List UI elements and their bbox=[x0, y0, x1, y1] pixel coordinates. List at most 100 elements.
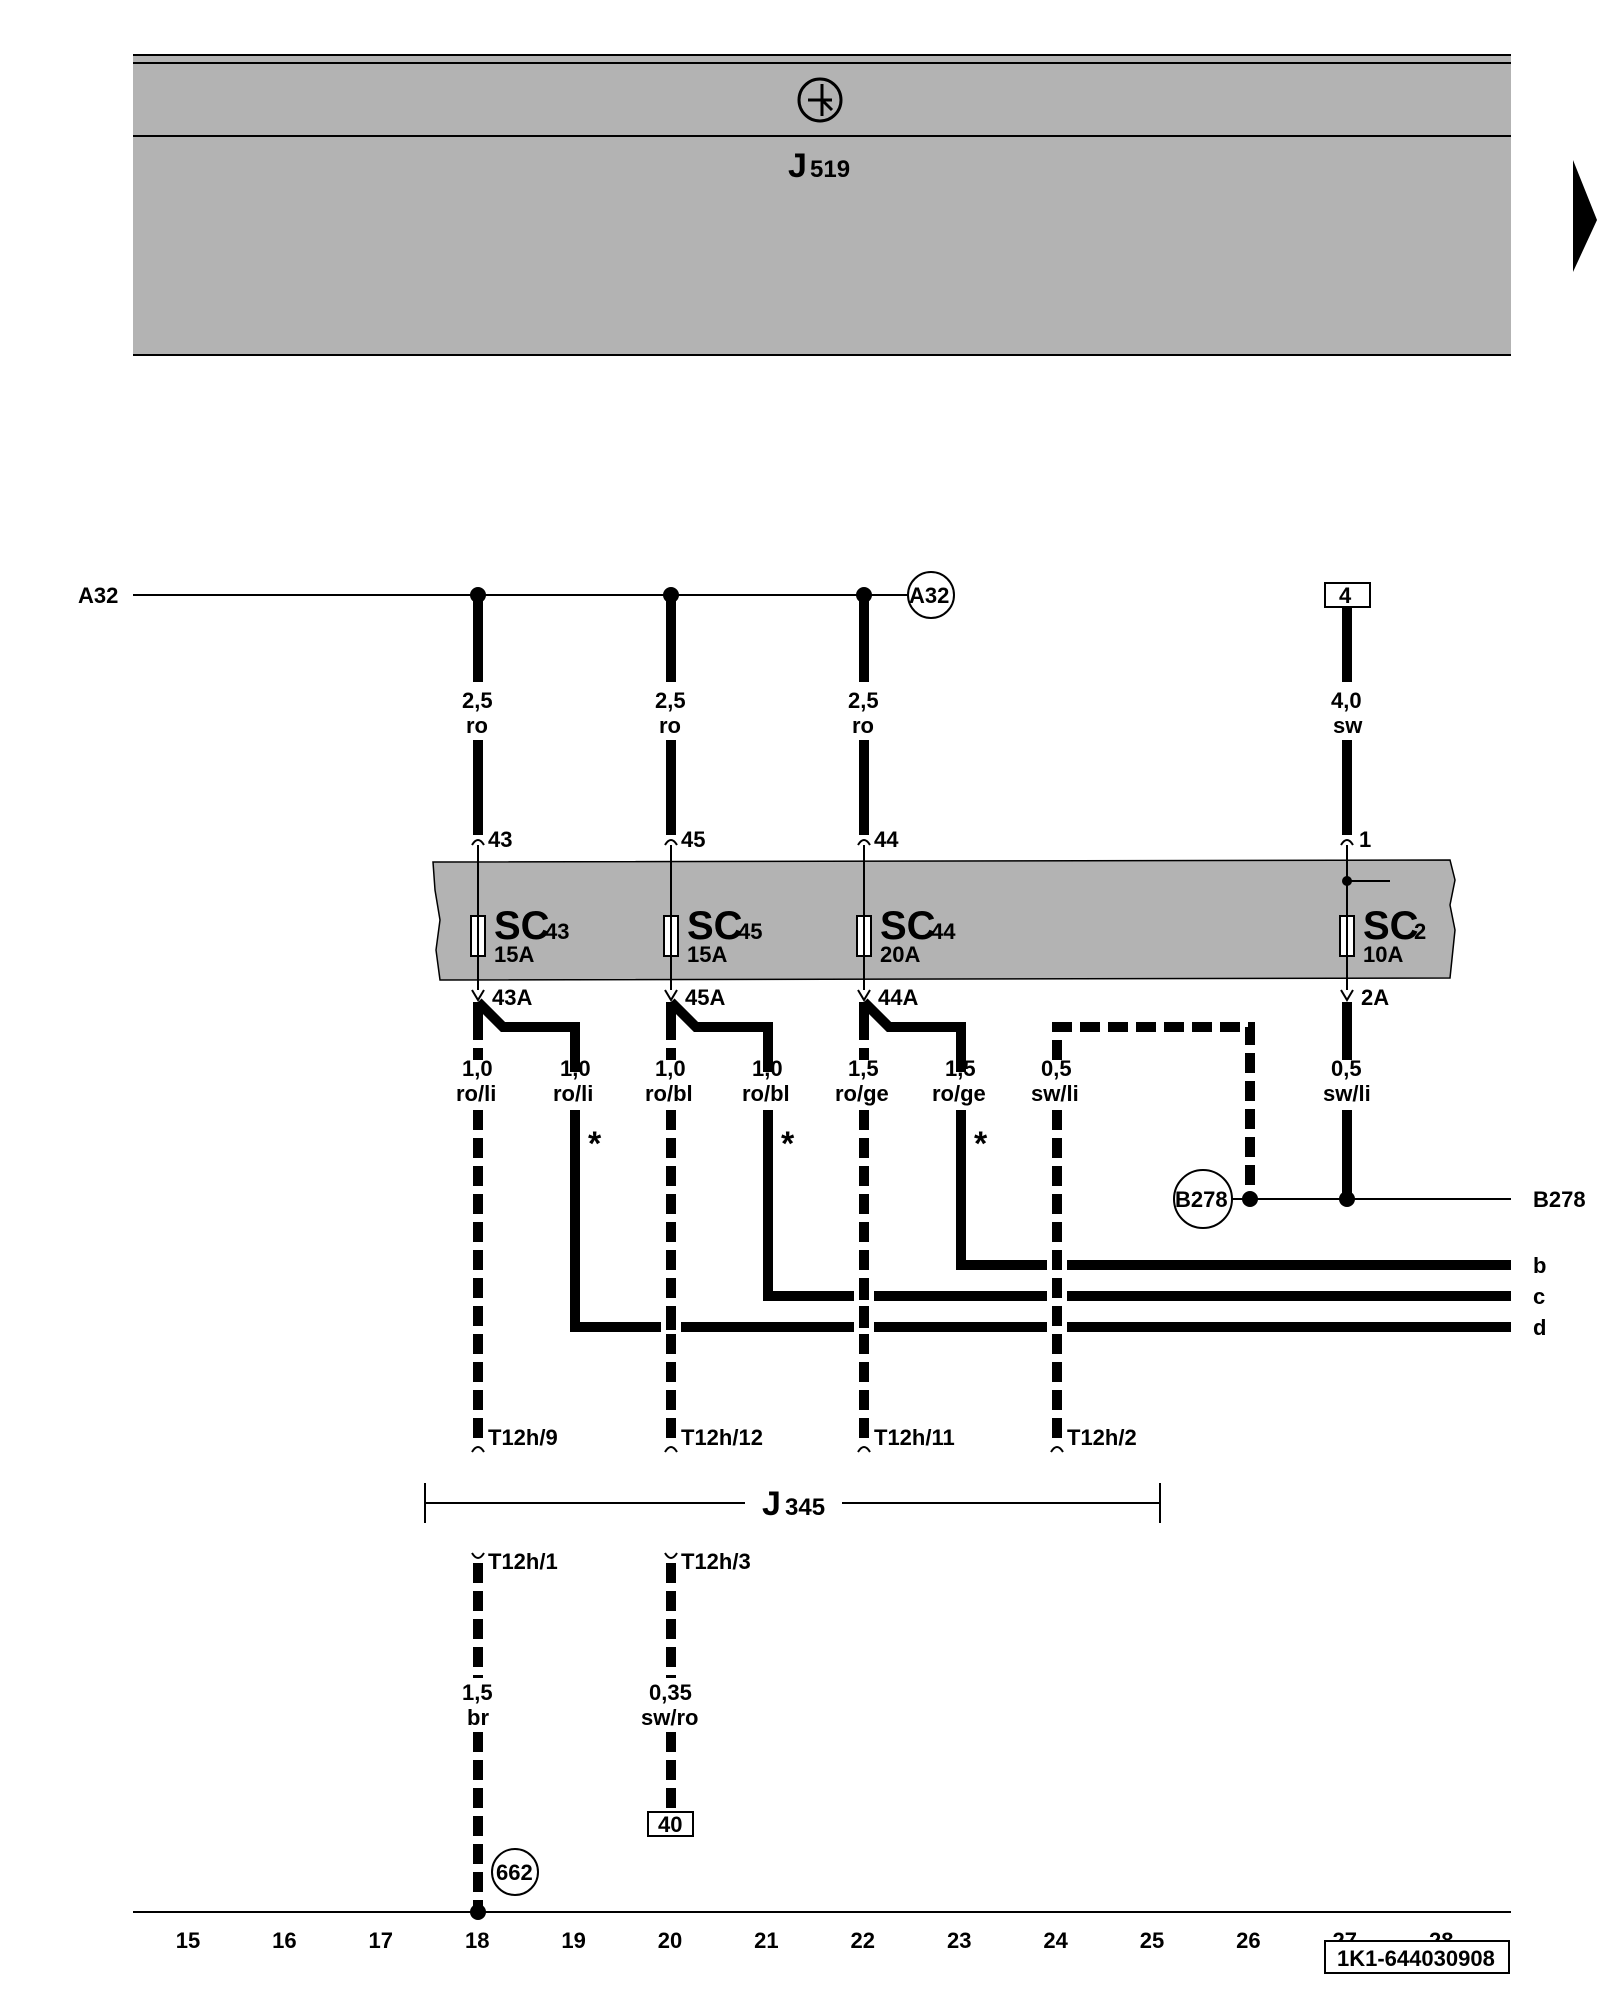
wire-label-color: ro bbox=[659, 713, 681, 738]
b278-circle-label: B278 bbox=[1175, 1187, 1228, 1212]
grid-tick-label: 15 bbox=[176, 1928, 200, 1953]
grid-tick-label: 25 bbox=[1140, 1928, 1164, 1953]
grid-tick-label: 20 bbox=[658, 1928, 682, 1953]
bus-label-d: d bbox=[1533, 1315, 1546, 1340]
bottom-wires bbox=[473, 1563, 676, 1912]
wire-label-size: 1,0 bbox=[560, 1056, 591, 1081]
ignition-symbol-icon bbox=[797, 77, 843, 123]
wire-label-size: 1,5 bbox=[945, 1056, 976, 1081]
middle-wire-labels: 1,0 ro/li 1,0 ro/li 1,0 ro/bl 1,0 ro/bl … bbox=[456, 1056, 1371, 1106]
footnote-star: * bbox=[974, 1125, 988, 1163]
middle-wires bbox=[473, 998, 1511, 1442]
connector-label: T12h/11 bbox=[874, 1425, 955, 1450]
fuse-panel: SC 43 15A SC 45 15A SC 44 20A SC 2 10A bbox=[432, 845, 1456, 990]
grid-ticks: 1516171819202122232425262728 bbox=[176, 1928, 1454, 1953]
fuse-label-sub: 45 bbox=[738, 919, 762, 944]
pin-label: 44 bbox=[874, 827, 899, 852]
footnote-star: * bbox=[781, 1125, 795, 1163]
ref-662-label: 662 bbox=[496, 1860, 533, 1885]
fuse-amp: 10A bbox=[1363, 942, 1403, 967]
top-wires bbox=[473, 595, 1352, 835]
ref-box-4[interactable]: 4 bbox=[1324, 582, 1371, 608]
svg-text:40: 40 bbox=[658, 1812, 682, 1837]
a32-bus: A32 A32 bbox=[78, 571, 955, 619]
module-j345: J 345 bbox=[424, 1483, 1161, 1523]
wire-label-size: 1,5 bbox=[462, 1680, 493, 1705]
grid-tick-label: 19 bbox=[561, 1928, 585, 1953]
wire-label-color: ro/bl bbox=[645, 1081, 693, 1106]
wire-label-size: 1,0 bbox=[752, 1056, 783, 1081]
wire-label-size: 2,5 bbox=[655, 688, 686, 713]
svg-text:4: 4 bbox=[1339, 583, 1352, 608]
fuse-label-main: SC bbox=[1363, 904, 1419, 948]
grid-tick-label: 17 bbox=[369, 1928, 393, 1953]
grid-tick-label: 23 bbox=[947, 1928, 971, 1953]
grid-tick-label: 26 bbox=[1236, 1928, 1260, 1953]
b278-circle-ref[interactable] bbox=[1173, 1169, 1233, 1229]
pin-label: 44A bbox=[878, 985, 918, 1010]
grid-tick-label: 16 bbox=[272, 1928, 296, 1953]
ref-box-40[interactable]: 40 bbox=[647, 1811, 694, 1837]
ref-662-circle[interactable] bbox=[491, 1848, 539, 1896]
pin-label: 45 bbox=[681, 827, 705, 852]
wire-label-color: ro/ge bbox=[835, 1081, 889, 1106]
fuse-label-main: SC bbox=[880, 904, 936, 948]
wire-label-color: ro bbox=[466, 713, 488, 738]
top-wire-labels: 2,5 ro 2,5 ro 2,5 ro 4,0 sw bbox=[462, 688, 1363, 738]
pin-label: 2A bbox=[1361, 985, 1389, 1010]
doc-id: 1K1-644030908 bbox=[1337, 1946, 1495, 1971]
wire-label-size: 0,5 bbox=[1041, 1056, 1072, 1081]
wire-label-color: sw/li bbox=[1031, 1081, 1079, 1106]
bus-label-b: b bbox=[1533, 1253, 1546, 1278]
connector-label: T12h/2 bbox=[1067, 1425, 1137, 1450]
wire-label-color: ro/bl bbox=[742, 1081, 790, 1106]
module-label-sub: 345 bbox=[785, 1494, 825, 1521]
wire-label-color: br bbox=[467, 1705, 489, 1730]
next-page-arrow-icon[interactable] bbox=[1573, 160, 1597, 272]
crossing-redraw bbox=[666, 1250, 1062, 1345]
wire-label-size: 2,5 bbox=[848, 688, 879, 713]
header-panel: J 519 bbox=[133, 54, 1511, 356]
grid-tick-label: 21 bbox=[754, 1928, 778, 1953]
wire-label-color: sw/ro bbox=[641, 1705, 698, 1730]
wire-label-size: 0,35 bbox=[649, 1680, 692, 1705]
pin-label: 45A bbox=[685, 985, 725, 1010]
b278-junction: B278 B278 bbox=[1173, 1169, 1586, 1229]
a32-circle-ref[interactable] bbox=[907, 571, 955, 619]
grid-tick-label: 22 bbox=[851, 1928, 875, 1953]
wire-label-color: sw/li bbox=[1323, 1081, 1371, 1106]
output-pins bbox=[471, 989, 1354, 1002]
wire-label-size: 1,0 bbox=[462, 1056, 493, 1081]
wire-label-color: sw bbox=[1333, 713, 1363, 738]
connector-label: T12h/12 bbox=[681, 1425, 763, 1450]
fuse-label-sub: 44 bbox=[931, 919, 956, 944]
fuse-label-sub: 2 bbox=[1414, 919, 1426, 944]
connector-pins-top bbox=[471, 1446, 1064, 1453]
fuse-label-sub: 43 bbox=[545, 919, 569, 944]
pin-label: 43A bbox=[492, 985, 532, 1010]
fuse-amp: 20A bbox=[880, 942, 920, 967]
wire-label-size: 1,5 bbox=[848, 1056, 879, 1081]
wire-label-size: 1,0 bbox=[655, 1056, 686, 1081]
fuse-amp: 15A bbox=[494, 942, 534, 967]
wire-label-color: ro bbox=[852, 713, 874, 738]
wire-label-size: 0,5 bbox=[1331, 1056, 1362, 1081]
fuse-label-main: SC bbox=[687, 904, 743, 948]
fuse-label-main: SC bbox=[494, 904, 550, 948]
grid-tick-label: 18 bbox=[465, 1928, 489, 1953]
footnote-star: * bbox=[588, 1125, 602, 1163]
pin-label: 1 bbox=[1359, 827, 1371, 852]
fuse-amp: 15A bbox=[687, 942, 727, 967]
module-label-main: J bbox=[762, 1485, 781, 1523]
ground-line bbox=[133, 1904, 1511, 1920]
connector-label: T12h/9 bbox=[488, 1425, 558, 1450]
header-unit-main: J bbox=[788, 147, 807, 185]
wire-label-size: 4,0 bbox=[1331, 688, 1362, 713]
wire-label-color: ro/li bbox=[456, 1081, 496, 1106]
grid-tick-label: 24 bbox=[1043, 1928, 1068, 1953]
input-pins bbox=[471, 839, 1354, 846]
connector-label: T12h/1 bbox=[488, 1549, 558, 1574]
connector-pins-bottom bbox=[471, 1552, 678, 1559]
header-unit-sub: 519 bbox=[810, 156, 850, 183]
